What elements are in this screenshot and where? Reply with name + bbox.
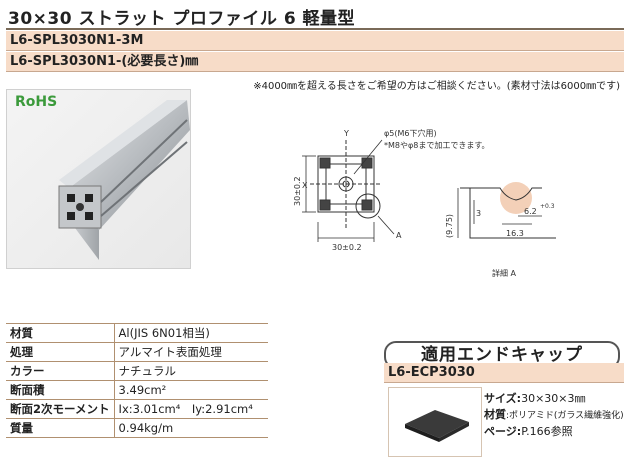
spec-key: カラー (6, 361, 115, 381)
main-section (310, 140, 382, 228)
spec-value: アルマイト表面処理 (114, 342, 268, 362)
spec-value: 0.94kg/m (114, 418, 268, 438)
size-label: サイズ: (484, 392, 522, 405)
spec-value: ナチュラル (114, 361, 268, 381)
size-value: 30×30×3㎜ (521, 392, 586, 405)
product-photo: RoHS (6, 89, 191, 269)
end-cap-page-row: ページ:P.166参照 (484, 424, 624, 440)
end-cap-part-number: L6-ECP3030 (384, 363, 624, 383)
spec-row: カラーナチュラル (6, 361, 268, 381)
spec-key: 断面2次モーメント (6, 399, 115, 419)
length-note: ※4000㎜を超える長さをご希望の方はご相談ください。(素材寸法は6000㎜です… (253, 81, 620, 92)
spec-key: 質量 (6, 418, 115, 438)
dim-6-2: 6.2 (524, 207, 537, 216)
spec-value: Ix:3.01cm⁴ Iy:2.91cm⁴ (114, 399, 268, 419)
height-dimension: 30±0.2 (293, 176, 302, 206)
tap-note: *M8やφ8まで加工できます。 (384, 140, 490, 150)
dim-6-2-tolerance: +0.3 (540, 203, 555, 210)
end-cap-panel: 適用エンドキャップ L6-ECP3030 サイズ:30×30×3㎜ 材質:ポリア… (384, 341, 624, 459)
part-number-custom: L6-SPL3030N1-(必要長さ)㎜ (6, 52, 624, 72)
end-cap-image (388, 387, 482, 457)
detail-marker: A (396, 231, 402, 240)
detail-a-drawing (457, 182, 556, 239)
part-number-3m: L6-SPL3030N1-3M (6, 31, 624, 51)
spec-value: Al(JIS 6N01相当) (114, 323, 268, 343)
width-dimension: 30±0.2 (332, 243, 362, 252)
detail-caption: 詳細 A (492, 268, 517, 278)
page-label: ページ: (484, 425, 522, 438)
title-divider (6, 28, 624, 30)
y-axis-label: Y (343, 129, 349, 138)
end-cap-size-row: サイズ:30×30×3㎜ (484, 391, 624, 407)
spec-value: 3.49cm² (114, 380, 268, 400)
dim-9-75: (9.75) (445, 214, 454, 238)
material-label: 材質 (484, 408, 506, 421)
spec-key: 材質 (6, 323, 115, 343)
rohs-badge: RoHS (15, 94, 58, 110)
material-value: :ポリアミド(ガラス繊維強化) (506, 411, 624, 421)
end-cap-specs: サイズ:30×30×3㎜ 材質:ポリアミド(ガラス繊維強化) ページ:P.166… (484, 391, 624, 440)
aluminum-profile-illustration (58, 100, 190, 260)
spec-key: 断面積 (6, 380, 115, 400)
dim-16-3: 16.3 (506, 229, 524, 238)
end-cap-material-row: 材質:ポリアミド(ガラス繊維強化) (484, 407, 624, 424)
end-cap-illustration (405, 410, 469, 442)
hole-label: φ5(M6下穴用) (384, 128, 437, 138)
spec-key: 処理 (6, 342, 115, 362)
page-title: 30×30 ストラット プロファイル 6 軽量型 (8, 9, 356, 29)
x-axis-label: X (302, 181, 308, 190)
spec-row: 処理アルマイト表面処理 (6, 342, 268, 362)
dim-3: 3 (476, 209, 481, 218)
cross-section-drawing: Y X φ5(M6下穴用) *M8やφ8まで加工できます。 30±0.2 30±… (293, 128, 556, 278)
page-value: P.166参照 (521, 425, 573, 438)
dimension-lines (302, 139, 395, 242)
